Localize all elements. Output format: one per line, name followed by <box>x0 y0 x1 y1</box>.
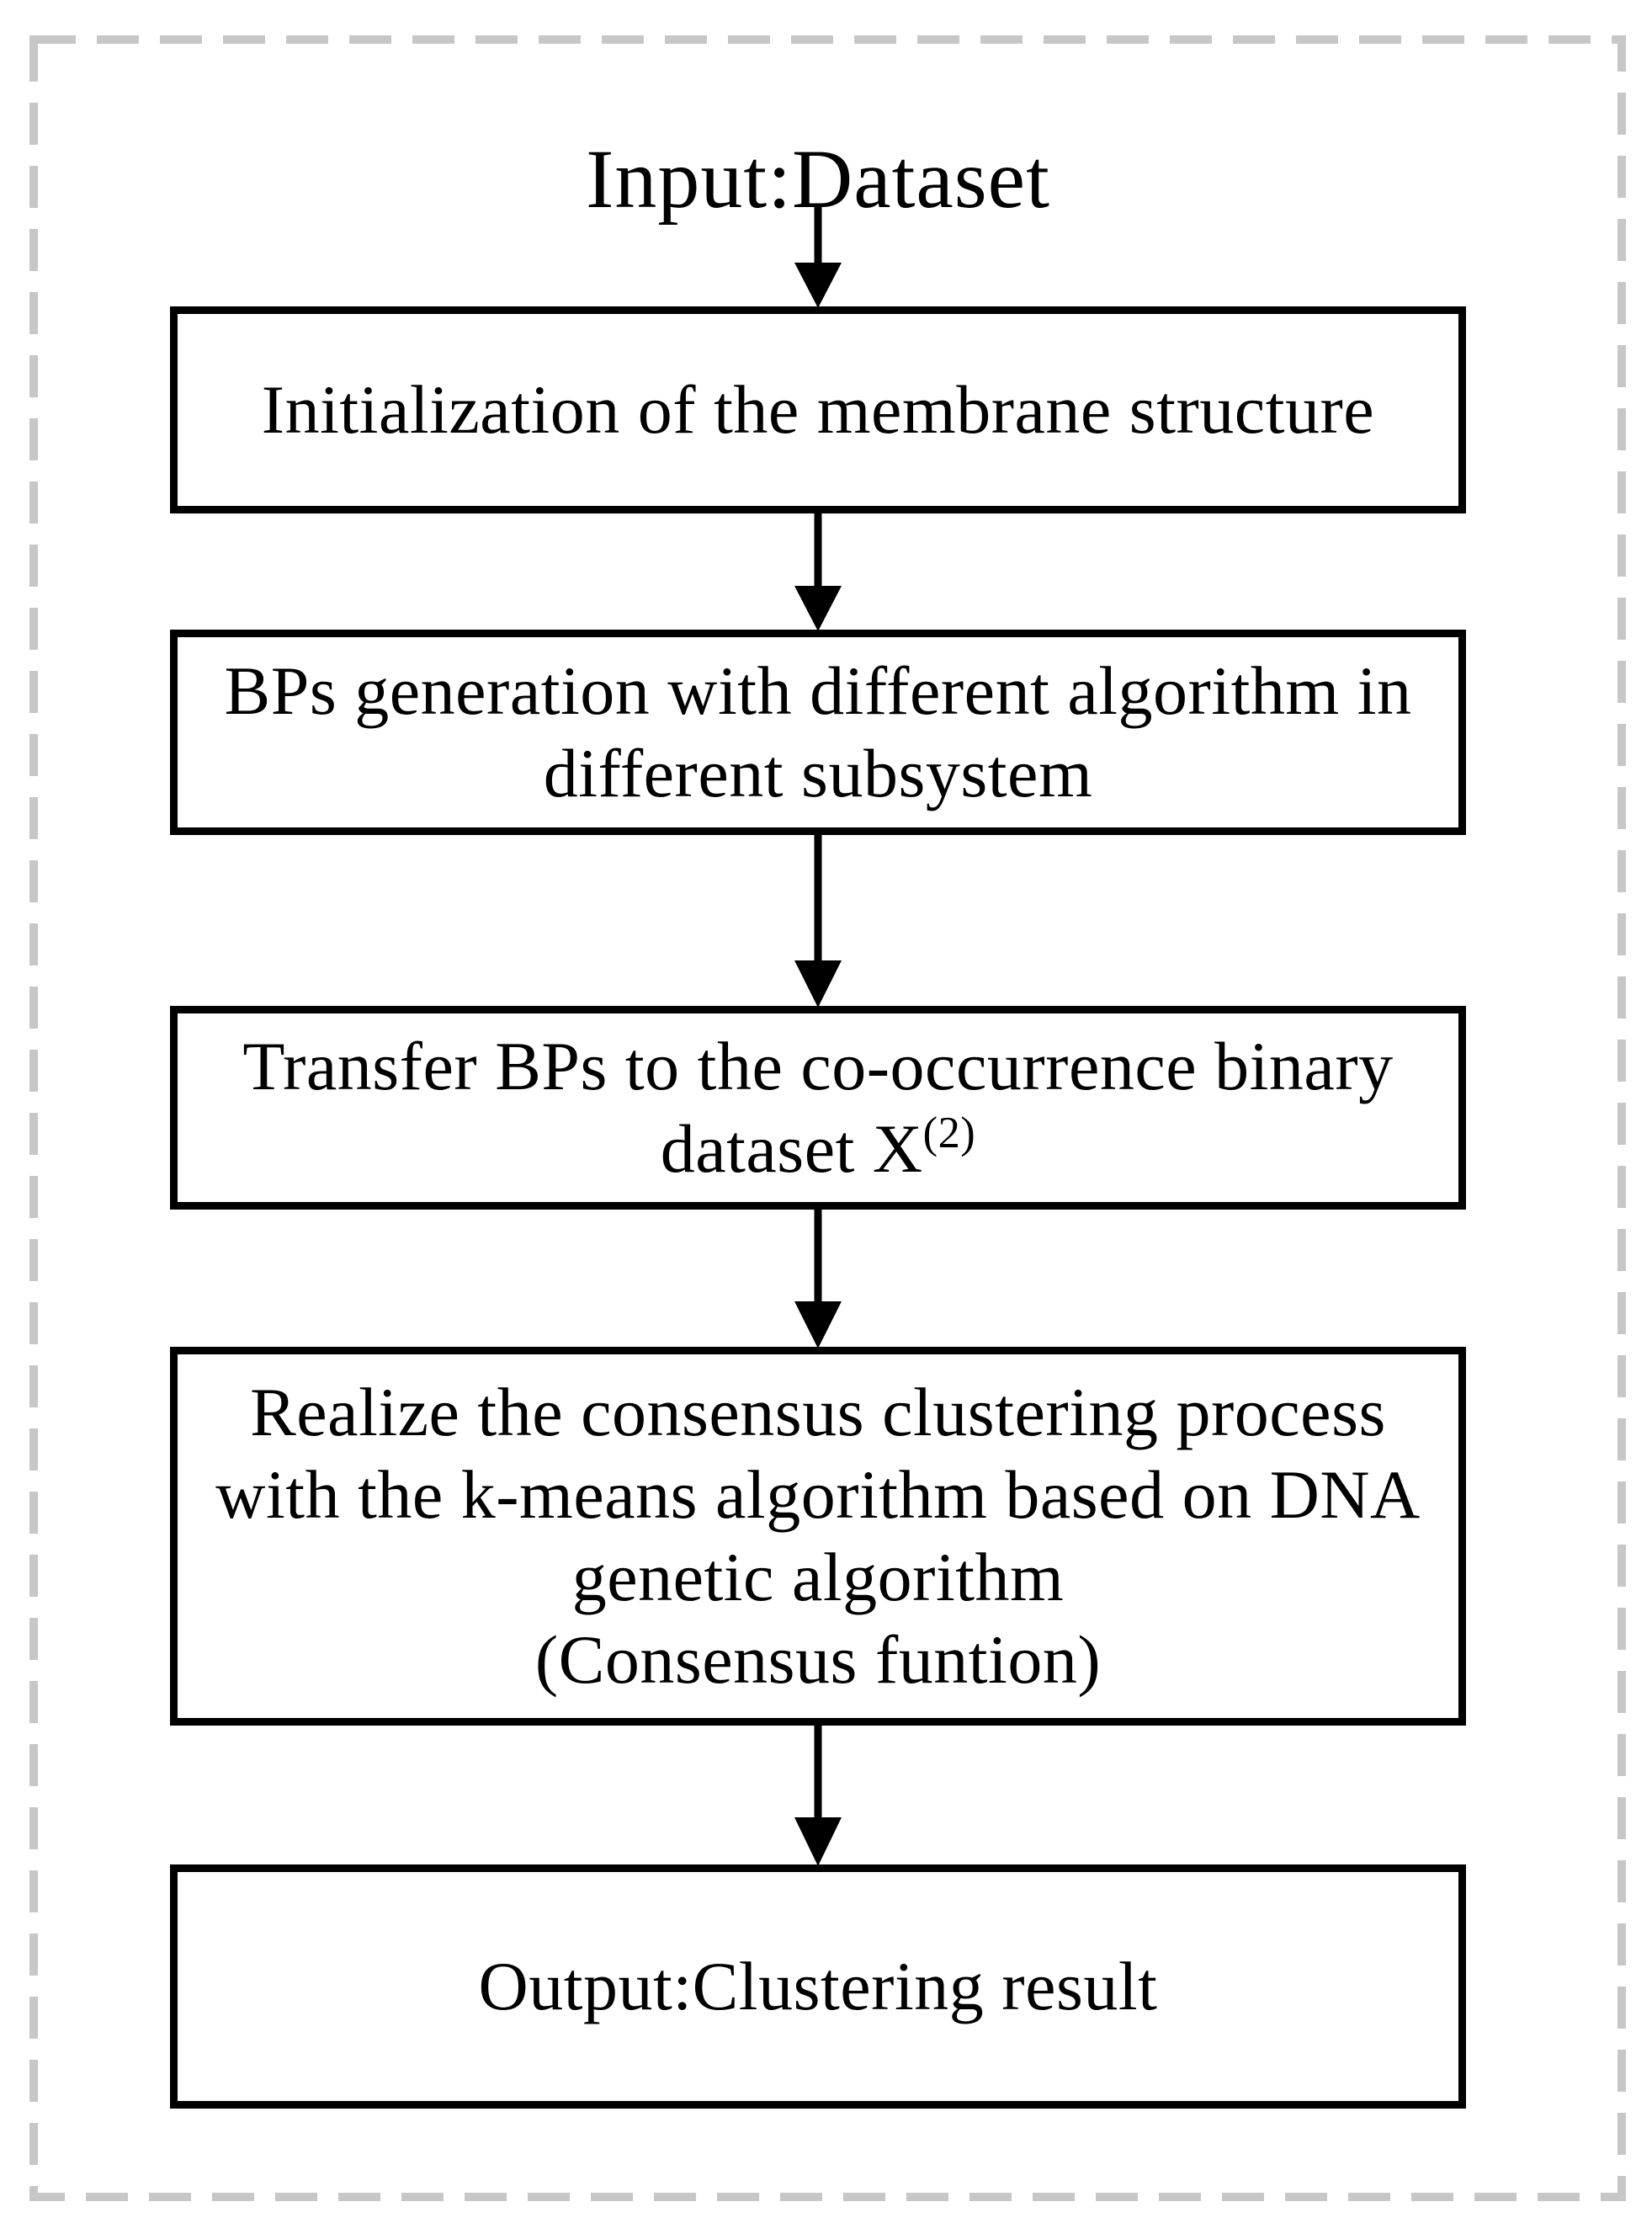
flow-box-output: Output:Clustering result <box>170 1864 1466 2109</box>
flow-box-consensus-clustering: Realize the consensus clustering process… <box>170 1347 1466 1726</box>
box-text-line-formula: dataset X(2) <box>661 1108 976 1190</box>
arrow-down-icon <box>794 832 842 1008</box>
flow-box-transfer-bps: Transfer BPs to the co-occurrence binary… <box>170 1006 1466 1210</box>
input-dataset-label: Input:Dataset <box>586 132 1050 226</box>
formula-superscript: (2) <box>922 1109 976 1158</box>
box-text-line: with the k-means algorithm based on DNA <box>215 1456 1421 1533</box>
flow-box-initialization: Initialization of the membrane structure <box>170 306 1466 513</box>
box-text-line: Realize the consensus clustering process <box>250 1374 1386 1450</box>
formula-base: dataset X <box>660 1110 923 1187</box>
arrow-down-icon <box>794 1722 842 1866</box>
box-text-line: BPs generation with different algorithm … <box>224 652 1412 729</box>
box-text-line: Output:Clustering result <box>478 1948 1158 2024</box>
arrow-down-icon <box>794 207 842 308</box>
box-text-line: genetic algorithm <box>571 1539 1065 1615</box>
box-text-line: (Consensus funtion) <box>534 1621 1102 1698</box>
dashed-frame-border <box>29 35 1626 2201</box>
arrow-down-icon <box>794 1206 842 1348</box>
flow-box-bps-generation: BPs generation with different algorithm … <box>170 630 1466 835</box>
arrow-down-icon <box>794 510 842 631</box>
box-text-line: Transfer BPs to the co-occurrence binary <box>242 1028 1394 1104</box>
box-text-line: Initialization of the membrane structure <box>261 371 1375 448</box>
box-text-line: different subsystem <box>543 735 1093 811</box>
